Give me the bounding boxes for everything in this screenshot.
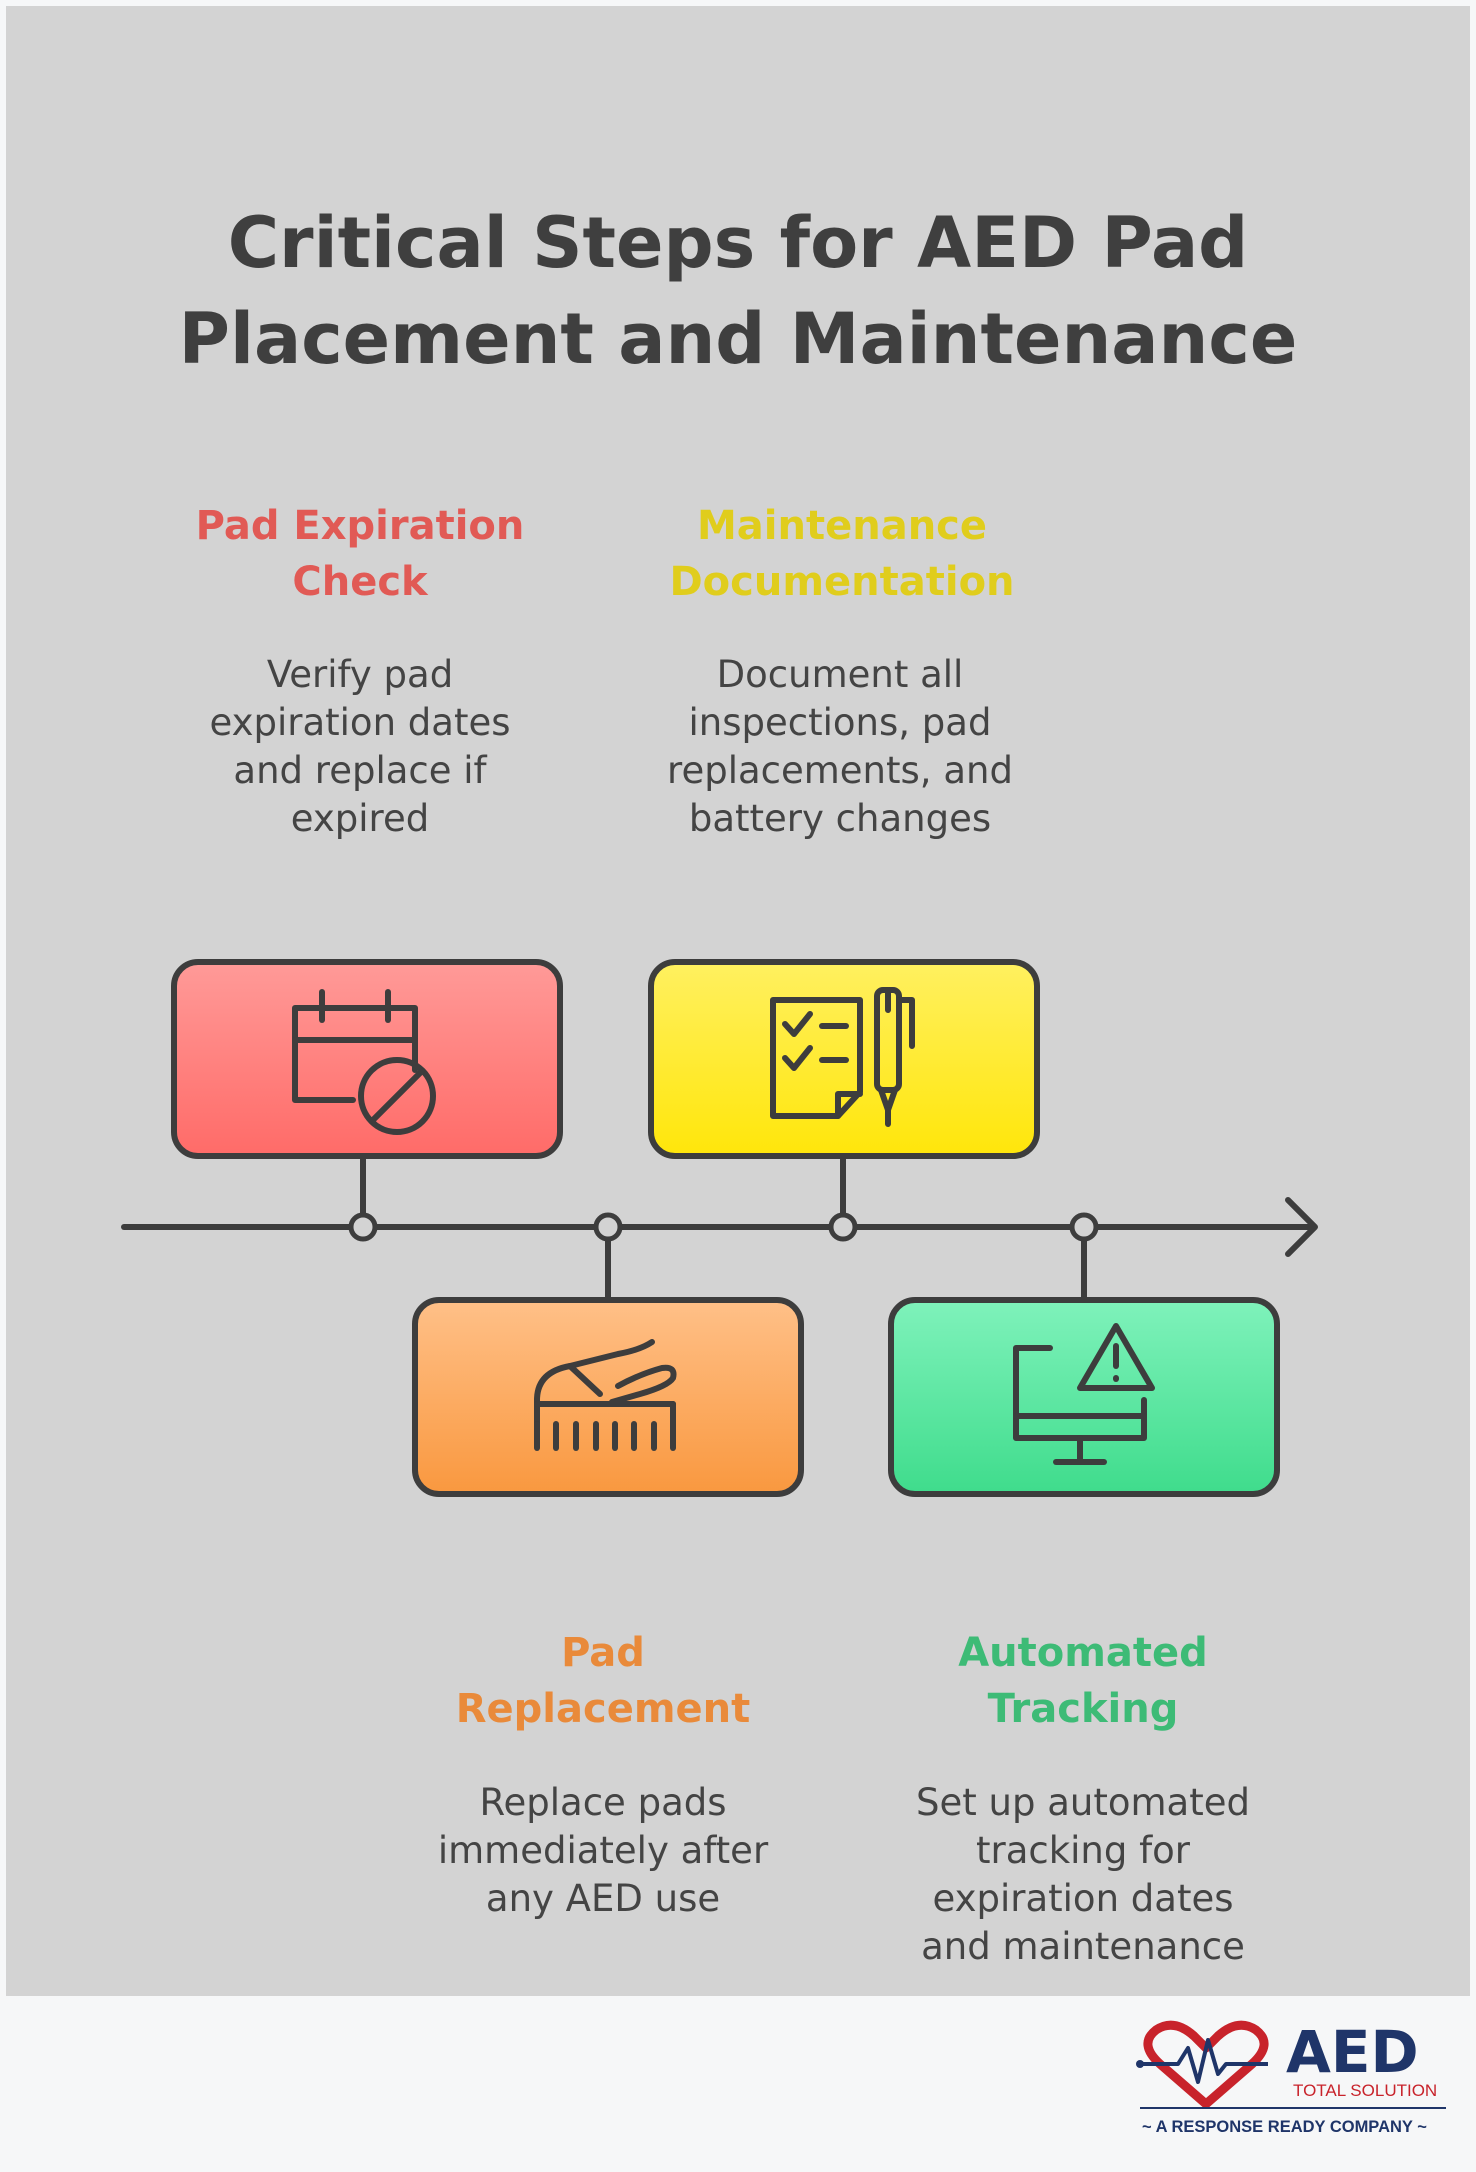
step-description-maintenance-documentation: Document all inspections, pad replacemen… (667, 653, 1013, 840)
logo-tagline: ~ A RESPONSE READY COMPANY ~ (1142, 2118, 1427, 2136)
step-heading-line-2: Check (292, 559, 428, 605)
hand-brush-icon (534, 1339, 677, 1451)
step-heading-line-1: Automated (958, 1630, 1208, 1676)
timeline-node-4 (1069, 1212, 1099, 1242)
logo-brand: AED (1286, 2018, 1419, 2086)
step-description-automated-tracking: Set up automated tracking for expiration… (916, 1781, 1250, 1968)
title-line-2: Placement and Maintenance (178, 298, 1298, 380)
step-heading-pad-replacement: Pad Replacement (403, 1625, 803, 1737)
step-box-pad-expiration-check (171, 959, 563, 1159)
step-heading-line-1: Pad (561, 1630, 645, 1676)
step-heading-line-2: Tracking (987, 1686, 1179, 1732)
heart-pulse-icon (1136, 2020, 1269, 2109)
monitor-warning-icon (1013, 1323, 1155, 1465)
step-heading-automated-tracking: Automated Tracking (883, 1625, 1283, 1737)
title-line-1: Critical Steps for AED Pad (227, 202, 1249, 284)
step-description-pad-expiration-check: Verify pad expiration dates and replace … (209, 653, 511, 840)
step-heading-maintenance-documentation: Maintenance Documentation (642, 498, 1042, 610)
logo-subtitle: TOTAL SOLUTION (1293, 2081, 1437, 2100)
timeline-node-2 (593, 1212, 623, 1242)
step-description-pad-replacement: Replace pads immediately after any AED u… (437, 1781, 769, 1920)
aed-total-solution-logo: AED TOTAL SOLUTION ~ A RESPONSE READY CO… (1136, 2018, 1446, 2136)
calendar-blocked-icon (292, 989, 436, 1135)
step-heading-line-2: Documentation (669, 559, 1015, 605)
timeline-node-1 (348, 1212, 378, 1242)
step-box-pad-replacement (412, 1297, 804, 1497)
step-heading-line-1: Pad Expiration (195, 503, 525, 549)
timeline-node-3 (828, 1212, 858, 1242)
checklist-pen-icon (770, 987, 915, 1127)
step-heading-pad-expiration-check: Pad Expiration Check (160, 498, 560, 610)
step-box-automated-tracking (888, 1297, 1280, 1497)
timeline-arrowhead (1285, 1197, 1318, 1257)
page-title: Critical Steps for AED Pad Placement and… (0, 195, 1476, 387)
step-heading-line-2: Replacement (455, 1686, 751, 1732)
step-heading-line-1: Maintenance (696, 503, 988, 549)
